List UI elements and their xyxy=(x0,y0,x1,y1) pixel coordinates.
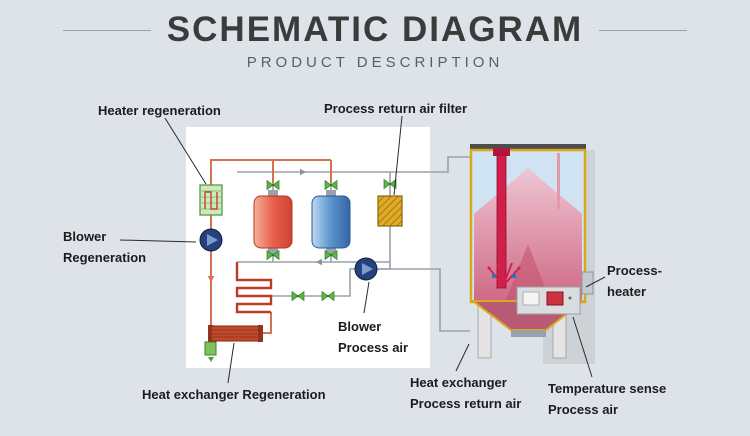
level-sensor-rod xyxy=(557,153,560,209)
desiccant-vessel-red-icon xyxy=(253,190,293,254)
temperature-sensor-icon xyxy=(546,291,564,306)
title-rule-left xyxy=(62,29,151,31)
label-process-return-air-filter: Process return air filter xyxy=(324,101,468,116)
pointer-lines xyxy=(119,115,606,384)
title-rule-right xyxy=(599,29,688,31)
page-subtitle: PRODUCT DESCRIPTION xyxy=(246,54,504,71)
label-line: Process air xyxy=(338,340,409,355)
cooling-coil-icon xyxy=(235,262,273,314)
label-line: Blower xyxy=(338,319,382,334)
label-blower-process-air: Blower Process air xyxy=(338,316,408,358)
label-temperature-sense-process-air: Temperature sense Process air xyxy=(548,378,666,420)
label-heat-exchanger-regeneration: Heat exchanger Regeneration xyxy=(142,387,326,402)
conveying-pipe xyxy=(496,154,507,289)
label-process-heater: Process- heater xyxy=(607,260,662,302)
process-blower-icon xyxy=(354,257,378,281)
label-line: Heat exchanger xyxy=(410,375,507,390)
page-title: SCHEMATIC DIAGRAM xyxy=(166,10,584,49)
drying-hopper-icon xyxy=(469,144,594,359)
control-box xyxy=(516,286,581,315)
label-heater-regeneration: Heater regeneration xyxy=(98,103,221,118)
label-line: Process return air xyxy=(410,396,522,411)
label-blower-regeneration: Blower Regeneration xyxy=(63,226,146,268)
flow-arrows xyxy=(207,168,322,283)
regeneration-heat-exchanger-icon xyxy=(204,325,263,362)
label-line: heater xyxy=(607,284,647,299)
label-heat-exchanger-process-return-air: Heat exchanger Process return air xyxy=(410,372,521,414)
heater-housing xyxy=(581,271,594,295)
regeneration-blower-icon xyxy=(199,228,223,252)
label-line: Process air xyxy=(548,402,619,417)
regeneration-heater-icon xyxy=(199,184,223,216)
label-line: Regeneration xyxy=(63,250,147,265)
desiccant-vessel-blue-icon xyxy=(311,190,351,254)
label-line: Process- xyxy=(607,263,662,278)
regeneration-piping xyxy=(210,159,332,334)
return-air-filter-icon xyxy=(377,195,403,227)
label-line: Temperature sense xyxy=(548,381,667,396)
process-heater-icon xyxy=(487,260,521,287)
header: SCHEMATIC DIAGRAM xyxy=(0,10,750,50)
label-line: Blower xyxy=(63,229,107,244)
